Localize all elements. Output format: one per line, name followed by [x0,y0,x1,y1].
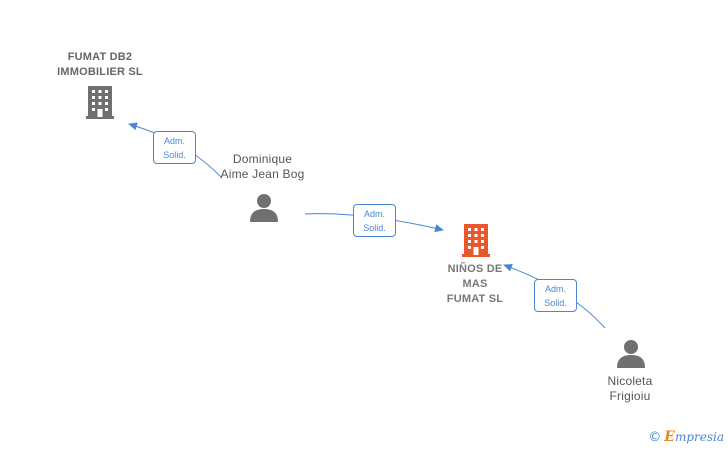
edge-label-line: Solid. [544,298,567,308]
copyright-symbol: © [648,430,662,445]
node-label-nicoleta[interactable]: Nicoleta Frigioiu [580,374,680,404]
node-label-line: Frigioiu [609,389,651,403]
person-icon[interactable] [250,194,278,222]
edge-label-line: Adm. [363,209,385,219]
edge-label-role[interactable]: Adm. Solid. [534,279,577,312]
brand-name: mpresia [674,430,724,444]
node-label-line: FUMAT SL [446,293,504,305]
brand-logo: ©Empresia [648,429,724,445]
node-label-line: Aime Jean Bog [220,167,305,181]
edge-label-role[interactable]: Adm. Solid. [153,131,196,164]
edge-label-line: Solid. [363,223,386,233]
person-icon[interactable] [617,340,645,368]
building-icon[interactable] [86,86,114,119]
node-label-line: NIÑOS DE [447,263,503,275]
edge-label-line: Solid. [163,150,186,160]
node-label-fumat-db2[interactable]: FUMAT DB2 IMMOBILIER SL [40,50,160,80]
brand-initial: E [664,429,675,445]
node-label-line: Dominique [232,152,293,166]
node-label-line: MAS [462,278,488,290]
edge-label-role[interactable]: Adm. Solid. [353,204,396,237]
edge-label-line: Adm. [544,284,566,294]
node-label-line: FUMAT DB2 [67,51,133,63]
node-label-line: Nicoleta [607,374,653,388]
node-label-dominique[interactable]: Dominique Aime Jean Bog [205,152,320,182]
node-label-line: IMMOBILIER SL [57,66,143,78]
node-label-ninos[interactable]: NIÑOS DE MAS FUMAT SL [420,262,530,307]
main-building-icon[interactable] [462,224,490,257]
edge-label-line: Adm. [163,136,185,146]
